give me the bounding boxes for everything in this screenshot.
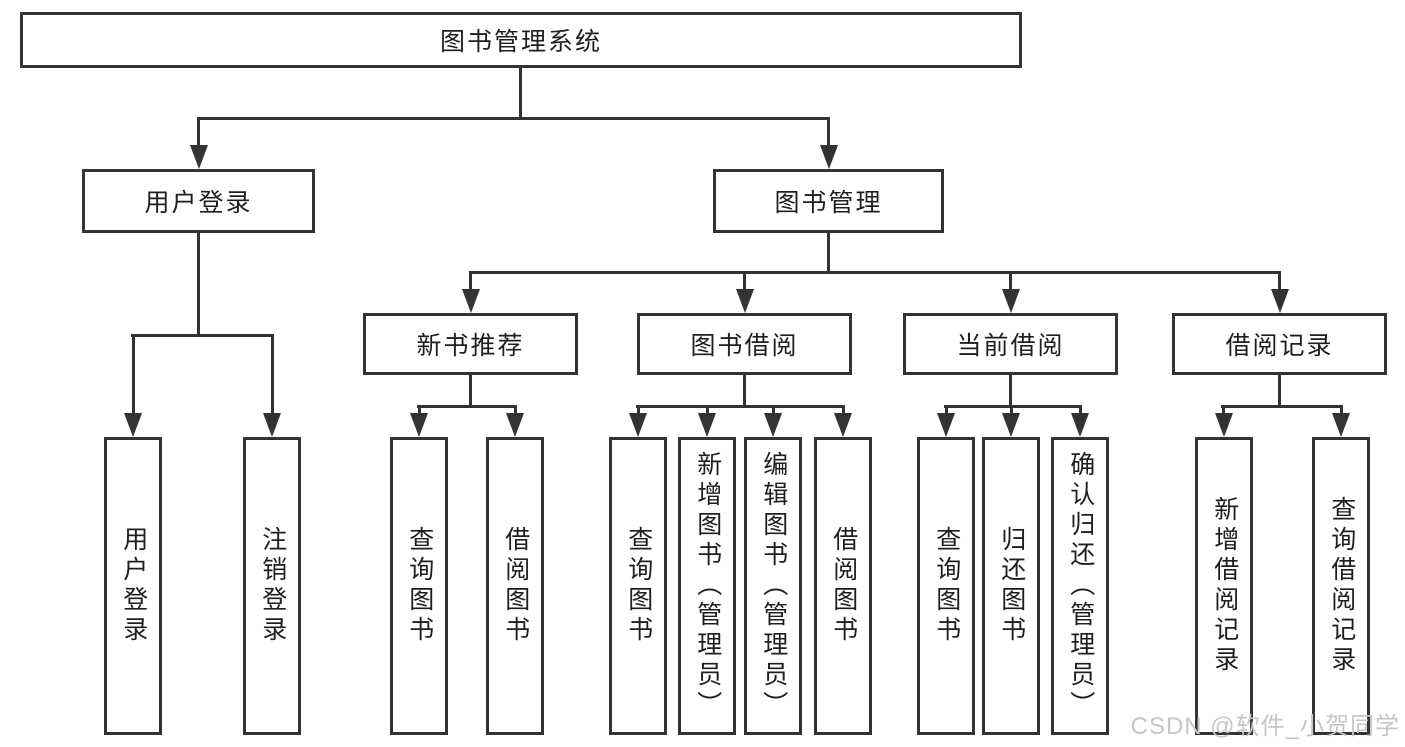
- arrow-down-icon: [506, 413, 524, 437]
- leaf-current-return-book: 归还图书: [982, 437, 1040, 735]
- csdn-watermark: CSDN @软件_小贺同学: [1130, 713, 1400, 740]
- connector-line: [772, 405, 775, 417]
- connector-line: [1278, 271, 1281, 292]
- connector-line: [418, 405, 421, 417]
- arrow-down-icon: [1002, 289, 1020, 313]
- arrow-down-icon: [1215, 413, 1233, 437]
- connector-line: [706, 405, 709, 417]
- arrow-down-icon: [698, 413, 716, 437]
- connector-line: [1340, 405, 1343, 417]
- connector-line: [1010, 405, 1013, 417]
- connector-line: [1009, 271, 1012, 292]
- node-root-library-system: 图书管理系统: [20, 12, 1022, 68]
- connector-line: [1009, 373, 1012, 408]
- connector-line: [197, 117, 830, 120]
- connector-line: [271, 334, 274, 418]
- leaf-borrowing-borrow-book: 借阅图书: [814, 437, 872, 735]
- connector-line: [637, 405, 640, 417]
- connector-line: [743, 271, 746, 292]
- connector-line: [1222, 405, 1225, 417]
- leaf-recommend-borrow-book: 借阅图书: [486, 437, 544, 735]
- arrow-down-icon: [834, 413, 852, 437]
- arrow-down-icon: [410, 413, 428, 437]
- connector-line: [514, 405, 517, 417]
- arrow-down-icon: [1271, 289, 1289, 313]
- leaf-records-query-borrow-record: 查询借阅记录: [1312, 437, 1370, 735]
- arrow-down-icon: [1002, 413, 1020, 437]
- leaf-logout: 注销登录: [243, 437, 301, 735]
- connector-line: [469, 373, 472, 408]
- arrow-down-icon: [629, 413, 647, 437]
- leaf-borrowing-add-book-admin: 新增图书（管理员）: [678, 437, 736, 735]
- connector-line: [1278, 373, 1281, 408]
- arrow-down-icon: [124, 413, 142, 437]
- leaf-recommend-query-book: 查询图书: [390, 437, 448, 735]
- arrow-down-icon: [820, 145, 838, 169]
- connector-line: [944, 405, 1082, 408]
- leaf-records-add-borrow-record: 新增借阅记录: [1195, 437, 1253, 735]
- connector-line: [197, 231, 200, 337]
- node-book-borrowing: 图书借阅: [637, 313, 852, 375]
- leaf-user-login: 用户登录: [104, 437, 162, 735]
- leaf-borrowing-query-book: 查询图书: [609, 437, 667, 735]
- connector-line: [827, 231, 830, 274]
- leaf-current-query-book: 查询图书: [917, 437, 975, 735]
- connector-line: [469, 271, 1281, 274]
- connector-line: [469, 271, 472, 292]
- arrow-down-icon: [462, 289, 480, 313]
- connector-line: [132, 334, 135, 418]
- connector-line: [131, 334, 274, 337]
- leaf-current-confirm-return-admin: 确认归还（管理员）: [1051, 437, 1109, 735]
- node-borrow-records: 借阅记录: [1172, 313, 1387, 375]
- arrow-down-icon: [736, 289, 754, 313]
- arrow-down-icon: [190, 145, 208, 169]
- arrow-down-icon: [263, 413, 281, 437]
- connector-line: [519, 65, 522, 120]
- connector-line: [743, 373, 746, 408]
- arrow-down-icon: [937, 413, 955, 437]
- arrow-down-icon: [1071, 413, 1089, 437]
- connector-line: [842, 405, 845, 417]
- node-book-management: 图书管理: [713, 169, 944, 233]
- connector-line: [636, 405, 845, 408]
- connector-line: [1079, 405, 1082, 417]
- connector-line: [945, 405, 948, 417]
- node-new-book-recommend: 新书推荐: [363, 313, 578, 375]
- connector-line: [827, 117, 830, 150]
- arrow-down-icon: [764, 413, 782, 437]
- node-user-login: 用户登录: [82, 169, 315, 233]
- connector-line: [1221, 405, 1342, 408]
- connector-line: [417, 405, 517, 408]
- arrow-down-icon: [1332, 413, 1350, 437]
- connector-line: [197, 117, 200, 150]
- node-current-borrowing: 当前借阅: [903, 313, 1118, 375]
- leaf-borrowing-edit-book-admin: 编辑图书（管理员）: [744, 437, 802, 735]
